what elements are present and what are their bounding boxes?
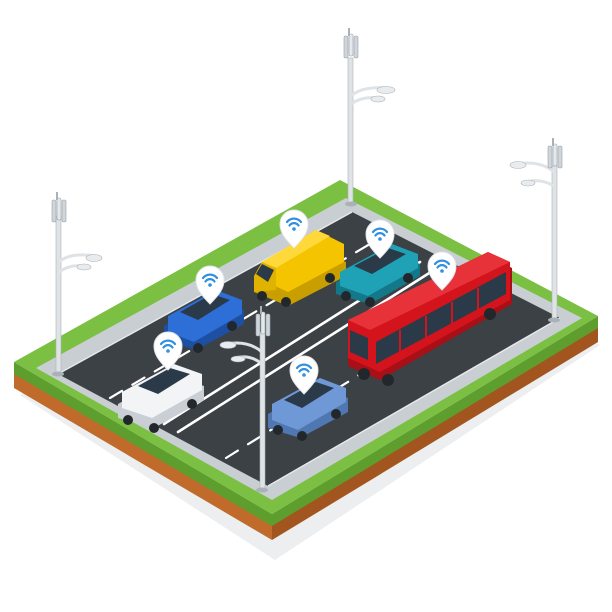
cell-antenna-icon: [51, 191, 67, 223]
street-lamp-back: [343, 27, 396, 207]
grass-left-side: [14, 362, 272, 526]
cell-antenna-icon: [343, 27, 359, 59]
vehicle-hatchback-lightblue: [268, 378, 348, 441]
vehicle-suv-teal: [336, 244, 420, 307]
cell-antenna-icon: [547, 137, 563, 169]
vehicle-van-yellow: [254, 230, 346, 307]
grass-right-side: [272, 316, 598, 526]
vehicle-suv-white: [118, 364, 204, 433]
street-lamp-middle: [219, 305, 271, 493]
street-lamp-right: [509, 137, 563, 323]
vehicle-bus-red: [348, 252, 512, 386]
street-lamp-left: [51, 191, 103, 377]
